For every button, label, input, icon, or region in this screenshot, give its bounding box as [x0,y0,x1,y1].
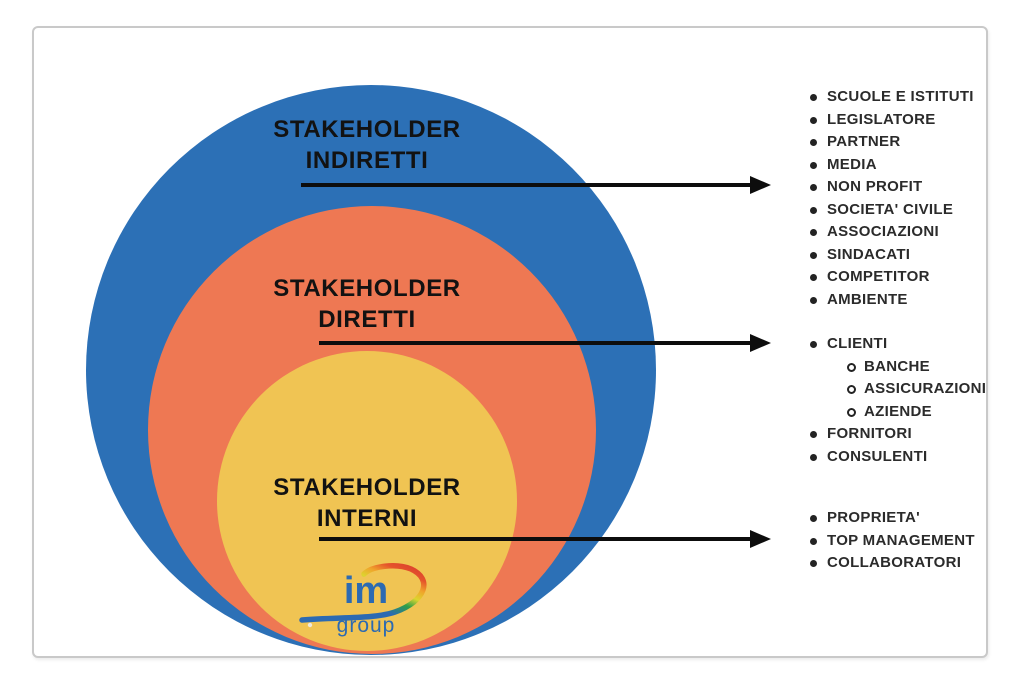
arrow-interni [319,530,771,548]
label-stakeholder-diretti: STAKEHOLDER DIRETTI [207,273,527,335]
legend-list-interni: PROPRIETA' TOP MANAGEMENT COLLABORATORI [804,509,1024,578]
list-item: COLLABORATORI [804,554,1024,572]
arrow-indiretti [301,176,771,194]
list-item: AMBIENTE [804,291,1024,309]
list-item: LEGISLATORE [804,111,1024,129]
logo-swoosh-icon [299,563,427,628]
list-item: SOCIETA' CIVILE [804,201,1024,219]
label-line2: DIRETTI [318,306,416,333]
logo-text-group: group [336,614,396,637]
sub-list-clienti: BANCHE ASSICURAZIONI AZIENDE [827,358,1024,421]
arrow-diretti [319,334,771,352]
legend-list-indiretti: SCUOLE E ISTITUTI LEGISLATORE PARTNER ME… [804,88,1024,314]
ring-stakeholder-interni [217,351,517,651]
arrow-shaft [301,183,750,187]
list-item: ASSOCIAZIONI [804,223,1024,241]
label-stakeholder-interni: STAKEHOLDER INTERNI [207,472,527,534]
label-line1: STAKEHOLDER [273,116,461,143]
list-item: SCUOLE E ISTITUTI [804,88,1024,106]
list-item: FORNITORI [804,425,1024,443]
arrow-shaft [319,537,750,541]
label-line2: INTERNI [316,505,418,532]
arrow-head-icon [750,530,771,548]
list-item: PARTNER [804,133,1024,151]
diagram-frame: STAKEHOLDER INDIRETTI STAKEHOLDER DIRETT… [32,26,988,658]
list-item-label: CLIENTI [827,335,888,352]
sub-list-item: AZIENDE [841,403,1024,421]
label-line1: STAKEHOLDER [273,275,461,302]
label-stakeholder-indiretti: STAKEHOLDER INDIRETTI [207,114,527,176]
im-group-logo: im group [290,556,442,644]
legend-list-diretti: CLIENTI BANCHE ASSICURAZIONI AZIENDE FOR… [804,335,1024,471]
arrow-shaft [319,341,750,345]
label-line2: INDIRETTI [305,147,429,174]
list-item: CLIENTI BANCHE ASSICURAZIONI AZIENDE [804,335,1024,421]
list-item: COMPETITOR [804,268,1024,286]
list-item: TOP MANAGEMENT [804,532,1024,550]
sub-list-item: ASSICURAZIONI [841,380,1024,398]
list-item: MEDIA [804,156,1024,174]
sub-list-item: BANCHE [841,358,1024,376]
logo-text-im: im [343,570,389,612]
list-item: PROPRIETA' [804,509,1024,527]
list-item: SINDACATI [804,246,1024,264]
arrow-head-icon [750,334,771,352]
list-item: CONSULENTI [804,448,1024,466]
arrow-head-icon [750,176,771,194]
list-item: NON PROFIT [804,178,1024,196]
label-line1: STAKEHOLDER [273,474,461,501]
